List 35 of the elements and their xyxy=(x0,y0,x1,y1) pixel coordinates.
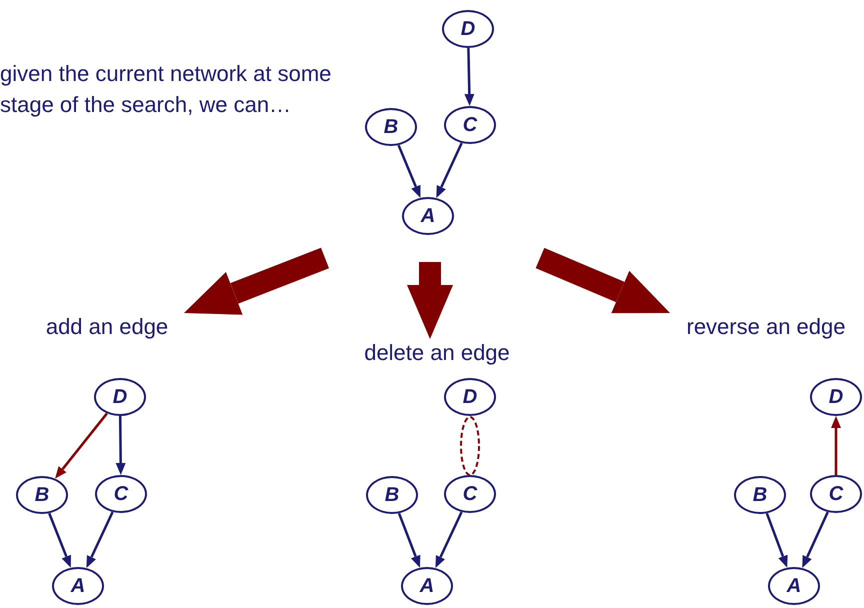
graph-node: C xyxy=(95,475,147,513)
graph-node: C xyxy=(444,475,496,513)
action-label: delete an edge xyxy=(346,339,528,367)
arrow xyxy=(397,144,420,198)
arrow xyxy=(86,511,114,568)
graph-node: B xyxy=(365,108,417,146)
action-label: reverse an edge xyxy=(670,313,862,341)
arrow xyxy=(55,412,108,479)
arrow xyxy=(464,48,474,106)
action-label: add an edge xyxy=(30,313,184,341)
intro-text: given the current network at some stage of the search, we can… xyxy=(0,60,332,119)
arrow xyxy=(436,142,463,198)
graph-node: B xyxy=(16,476,68,514)
arrow xyxy=(48,512,72,568)
block-arrow xyxy=(407,262,453,339)
block-arrow xyxy=(536,248,670,314)
graph-node: D xyxy=(94,378,146,416)
graph-node: B xyxy=(366,476,418,514)
graph-node: A xyxy=(52,567,104,605)
block-arrow xyxy=(184,248,329,315)
graph-node: B xyxy=(734,476,786,514)
graph-node: D xyxy=(444,378,496,416)
graph-node: A xyxy=(401,567,453,605)
graph-node: D xyxy=(442,10,494,48)
arrow xyxy=(831,416,841,475)
graph-node: C xyxy=(444,106,496,144)
graph-node: C xyxy=(810,475,862,513)
arrow xyxy=(766,512,788,568)
arrow xyxy=(802,512,829,568)
graph-node: A xyxy=(768,567,820,605)
arrow xyxy=(116,416,126,475)
arrow xyxy=(435,511,463,568)
graph-node: A xyxy=(402,197,454,235)
arrow xyxy=(398,512,420,568)
graph-node: D xyxy=(810,378,862,416)
